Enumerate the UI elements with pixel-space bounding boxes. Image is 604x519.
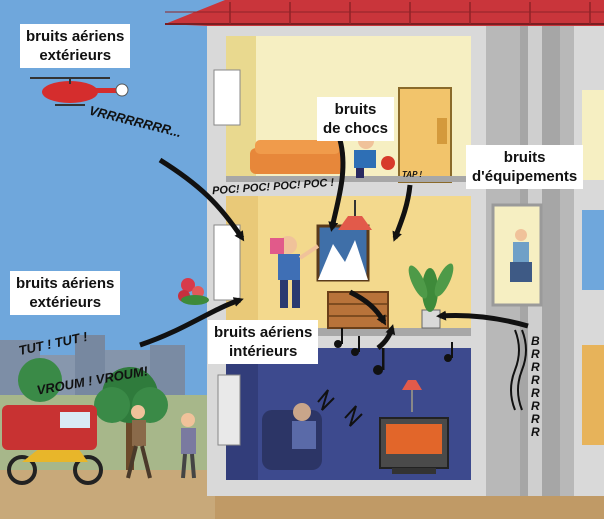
label-exterior-air-noise-left: bruits aériens extérieurs: [10, 271, 121, 315]
sfx-vibration: BRRRRRRR: [531, 334, 540, 439]
arrow-impact-down: [328, 139, 346, 232]
window-shutter-low: [217, 374, 241, 446]
arrow-impact-right: [392, 184, 413, 242]
arrow-helicopter-to-window: [158, 157, 245, 242]
table-lamp: [402, 380, 422, 412]
elevator-shaft: [486, 26, 574, 496]
flower-box: [178, 278, 209, 305]
neighbor-window-low: [582, 345, 604, 445]
potted-plant: [408, 263, 454, 329]
arrow-equipment: [436, 310, 529, 329]
sofa: [250, 140, 345, 174]
helicopter: [30, 77, 129, 106]
ceiling-lamp: [338, 200, 372, 230]
label-exterior-air-noise-top: bruits aériens extérieurs: [20, 24, 131, 68]
roof: [165, 0, 604, 26]
red-van: [2, 405, 97, 450]
music-notes-icon: [334, 328, 453, 375]
label-equipment-noise: bruits d'équipements: [466, 145, 584, 189]
label-interior-air-noise: bruits aériens intérieurs: [208, 320, 319, 364]
window-shutter-mid: [213, 224, 241, 301]
mountain-painting: [316, 224, 370, 282]
neighbor-window-mid: [582, 210, 604, 290]
television: [379, 417, 449, 474]
arrow-interior-up: [348, 289, 387, 326]
pedestrian: [126, 405, 152, 479]
window-shutter-top: [213, 69, 241, 126]
arrow-interior-up-2: [376, 324, 396, 350]
road: [0, 470, 215, 519]
sfx-tap: TAP !: [402, 170, 422, 179]
arrow-street-to-window: [139, 297, 244, 348]
neighbor-window-top: [582, 90, 604, 180]
label-impact-noise: bruits de chocs: [317, 97, 395, 141]
sound-waves: [317, 329, 527, 427]
man-hammering: [270, 236, 320, 308]
armchair-person: [262, 403, 322, 470]
elderly-pedestrian: [181, 413, 196, 479]
noise-arrows: [139, 139, 529, 350]
